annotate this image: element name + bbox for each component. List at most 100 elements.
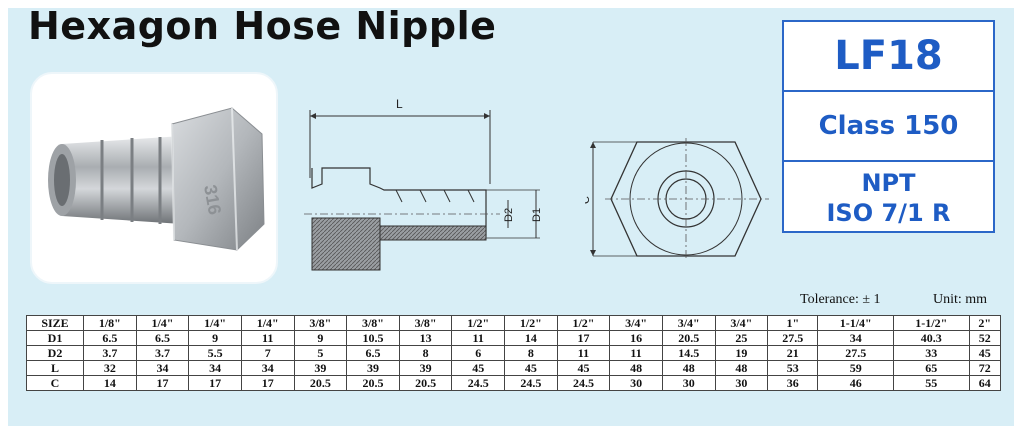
table-cell: 1/2" — [556, 315, 611, 331]
table-cell: 17 — [556, 330, 611, 346]
hose-nipple-photo: 316 — [48, 107, 265, 251]
table-cell: 20.5 — [398, 375, 453, 391]
table-cell: 9 — [188, 330, 242, 346]
side-view-drawing: L D2 D1 — [304, 97, 543, 271]
table-cell: 8 — [504, 345, 558, 361]
table-cell: 14.5 — [661, 345, 716, 361]
table-cell: 11 — [609, 345, 663, 361]
table-cell: 1/2" — [504, 315, 558, 331]
table-cell: 9 — [293, 330, 348, 346]
table-cell: 19 — [714, 345, 769, 361]
table-cell: 34 — [188, 360, 242, 376]
product-photo: 316 — [30, 72, 278, 284]
table-cell: 20.5 — [293, 375, 348, 391]
table-cell: 25 — [714, 330, 769, 346]
table-cell: 45 — [968, 345, 1001, 361]
row-header: L — [26, 360, 84, 376]
table-cell: 1" — [767, 315, 819, 331]
table-cell: 3/4" — [661, 315, 716, 331]
table-cell: 20.5 — [346, 375, 400, 391]
table-cell: 1/4" — [188, 315, 242, 331]
table-cell: 40.3 — [892, 330, 970, 346]
row-header: C — [26, 375, 84, 391]
table-cell: 65 — [892, 360, 970, 376]
table-cell: 36 — [767, 375, 819, 391]
table-cell: 30 — [609, 375, 663, 391]
table-cell: 34 — [135, 360, 190, 376]
thread-iso: ISO 7/1 R — [826, 198, 951, 227]
table-cell: 1/2" — [451, 315, 505, 331]
table-cell: 72 — [968, 360, 1001, 376]
table-cell: 39 — [293, 360, 348, 376]
table-cell: 30 — [714, 375, 769, 391]
product-code: LF18 — [784, 22, 993, 92]
thread-standard: NPT ISO 7/1 R — [784, 162, 993, 233]
table-cell: 1/4" — [135, 315, 190, 331]
table-cell: 53 — [767, 360, 819, 376]
label-L: L — [396, 97, 403, 111]
table-cell: 27.5 — [767, 330, 819, 346]
table-cell: 3/8" — [398, 315, 453, 331]
table-cell: 32 — [83, 360, 137, 376]
table-cell: 21 — [767, 345, 819, 361]
table-cell: 13 — [398, 330, 453, 346]
table-cell: 2" — [968, 315, 1001, 331]
label-C: C — [585, 196, 592, 204]
table-cell: 24.5 — [451, 375, 505, 391]
table-cell: 48 — [609, 360, 663, 376]
spec-box: LF18 Class 150 NPT ISO 7/1 R — [782, 20, 995, 233]
table-cell: 3.7 — [135, 345, 190, 361]
table-cell: 3/4" — [714, 315, 769, 331]
table-cell: 27.5 — [817, 345, 894, 361]
tolerance-label: Tolerance: ± 1 — [800, 292, 881, 307]
table-cell: 14 — [83, 375, 137, 391]
table-cell: 48 — [714, 360, 769, 376]
table-cell: 3.7 — [83, 345, 137, 361]
table-cell: 1/8" — [83, 315, 137, 331]
table-cell: 52 — [968, 330, 1001, 346]
table-cell: 3/8" — [293, 315, 348, 331]
table-cell: 11 — [240, 330, 295, 346]
table-cell: 5 — [293, 345, 348, 361]
table-cell: 11 — [451, 330, 505, 346]
label-D1: D1 — [531, 208, 543, 222]
table-cell: 5.5 — [188, 345, 242, 361]
end-view-drawing: C — [585, 138, 769, 260]
table-cell: 59 — [817, 360, 894, 376]
table-cell: 8 — [398, 345, 453, 361]
table-cell: 39 — [346, 360, 400, 376]
table-cell: 10.5 — [346, 330, 400, 346]
table-cell: 24.5 — [556, 375, 611, 391]
table-cell: 34 — [817, 330, 894, 346]
table-cell: 1-1/4" — [817, 315, 894, 331]
label-D2: D2 — [503, 208, 515, 222]
table-cell: 7 — [240, 345, 295, 361]
table-cell: 48 — [661, 360, 716, 376]
table-cell: 39 — [398, 360, 453, 376]
table-cell: 6.5 — [346, 345, 400, 361]
table-cell: 3/8" — [346, 315, 400, 331]
table-cell: 14 — [504, 330, 558, 346]
row-header: D1 — [26, 330, 84, 346]
table-cell: 45 — [556, 360, 611, 376]
table-cell: 3/4" — [609, 315, 663, 331]
table-cell: 17 — [135, 375, 190, 391]
table-cell: 64 — [968, 375, 1001, 391]
table-cell: 11 — [556, 345, 611, 361]
row-header: SIZE — [26, 315, 84, 331]
table-cell: 46 — [817, 375, 894, 391]
table-cell: 6 — [451, 345, 505, 361]
row-header: D2 — [26, 345, 84, 361]
table-cell: 55 — [892, 375, 970, 391]
table-cell: 17 — [188, 375, 242, 391]
table-cell: 45 — [451, 360, 505, 376]
table-cell: 20.5 — [661, 330, 716, 346]
table-cell: 45 — [504, 360, 558, 376]
table-cell: 1/4" — [240, 315, 295, 331]
table-cell: 17 — [240, 375, 295, 391]
table-cell: 24.5 — [504, 375, 558, 391]
